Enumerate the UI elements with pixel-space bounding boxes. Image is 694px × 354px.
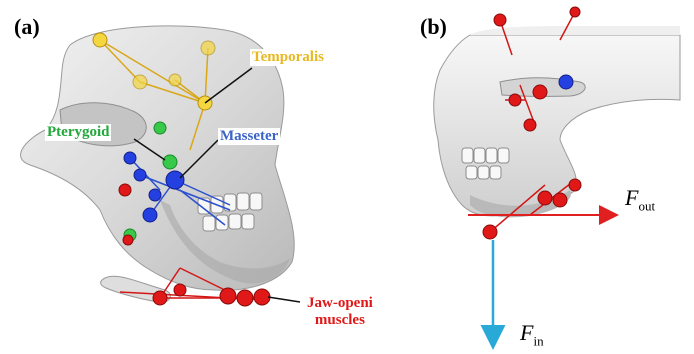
jaw-opening-label-line2: muscles bbox=[307, 312, 373, 329]
temporalis-label: Temporalis bbox=[250, 49, 326, 66]
force-out-label: Fout bbox=[625, 185, 655, 214]
jaw-opening-label: Jaw-openi muscles bbox=[305, 295, 375, 329]
force-out-symbol: F bbox=[625, 185, 638, 210]
force-out-subscript: out bbox=[638, 198, 655, 213]
masseter-label: Masseter bbox=[218, 128, 280, 145]
jaw-opening-label-line1: Jaw-openi bbox=[307, 295, 373, 312]
skull-a bbox=[21, 26, 295, 302]
force-in-subscript: in bbox=[533, 333, 543, 348]
force-in-label: Fin bbox=[520, 320, 544, 349]
pterygoid-label: Pterygoid bbox=[45, 124, 111, 141]
panel-label-b: (b) bbox=[420, 14, 447, 40]
force-in-symbol: F bbox=[520, 320, 533, 345]
panel-label-a: (a) bbox=[14, 14, 40, 40]
